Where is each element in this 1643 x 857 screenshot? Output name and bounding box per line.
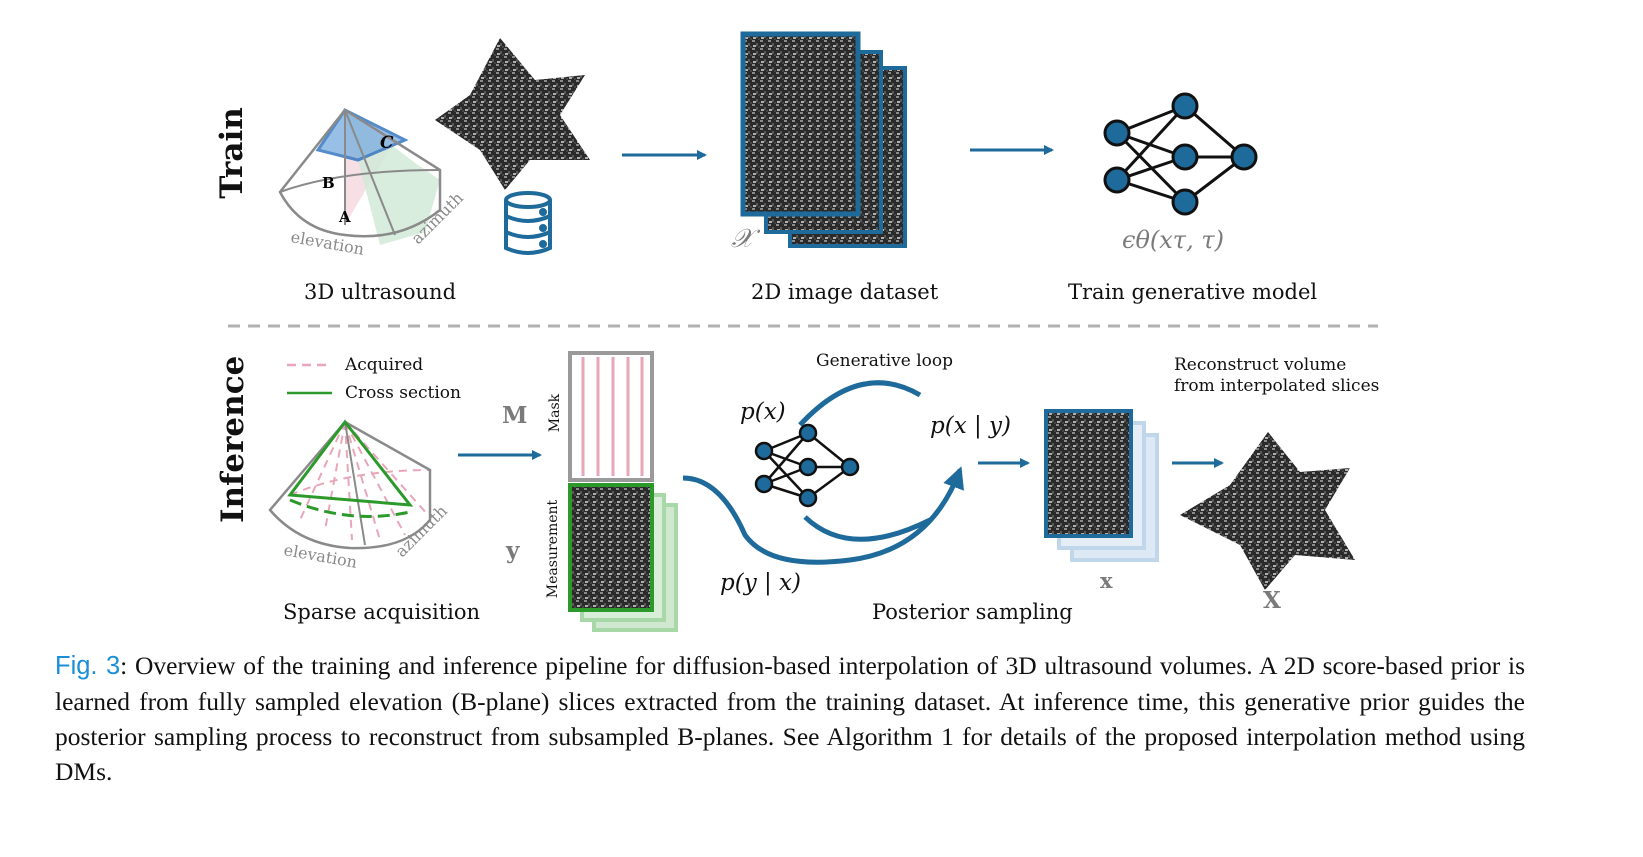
dataset-symbol: 𝒳 [731, 224, 754, 254]
inference-azimuth-label: azimuth [391, 501, 451, 561]
inference-volume-diagram [268, 419, 432, 550]
generative-loop-top-arc [798, 380, 922, 427]
generative-loop-bottom-arc [803, 515, 932, 542]
image-dataset-stack [740, 31, 907, 248]
posterior-arrow [682, 466, 964, 565]
network-icon [1103, 92, 1258, 216]
reconstructed-slice-stack [1044, 409, 1159, 562]
mask-label: Mask [547, 393, 563, 433]
inference-network-icon [754, 423, 860, 508]
caption-text: : Overview of the training and inference… [55, 651, 1525, 786]
database-icon [504, 191, 552, 255]
volume-symbol: X [1263, 587, 1281, 614]
reconstruct-line-1: Reconstruct volume [1174, 355, 1347, 375]
train-ultrasound-render [435, 38, 590, 190]
train-volume-diagram [278, 108, 442, 245]
prior-label: p(x) [740, 399, 786, 425]
mask-image [568, 351, 654, 482]
volume-label-c: C [380, 133, 394, 153]
model-caption: Train generative model [1068, 280, 1318, 304]
figure-caption: Fig. 3: Overview of the training and inf… [55, 648, 1525, 789]
measurement-stack [568, 483, 678, 632]
slice-symbol: x [1100, 568, 1113, 593]
measurement-symbol: y [506, 537, 520, 564]
generative-loop-label: Generative loop [816, 351, 954, 371]
sparse-caption: Sparse acquisition [283, 600, 481, 624]
volume-label-b: B [322, 174, 335, 192]
reconstruct-line-2: from interpolated slices [1174, 376, 1380, 396]
measurement-label: Measurement [545, 499, 561, 599]
figure-reference: Fig. 3 [55, 652, 121, 680]
inference-row-label: Inference [215, 355, 251, 523]
mask-symbol: M [502, 402, 528, 429]
posterior-label: p(x | y) [930, 413, 1012, 439]
likelihood-label: p(y | x) [720, 570, 802, 596]
ultrasound-caption: 3D ultrasound [304, 280, 457, 304]
legend-acquired-label: Acquired [345, 355, 424, 375]
inference-elevation-label: elevation [282, 540, 358, 572]
reconstructed-volume-render [1180, 432, 1355, 590]
model-symbol: ϵθ(xτ, τ) [1122, 226, 1224, 254]
figure-graphics: B A C elevation azimuth [228, 31, 1378, 632]
volume-label-a: A [338, 208, 351, 226]
figure: B A C elevation azimuth [214, 31, 1380, 632]
legend-cross-section-label: Cross section [345, 383, 461, 403]
posterior-caption: Posterior sampling [872, 600, 1073, 624]
dataset-caption: 2D image dataset [751, 280, 939, 304]
train-row-label: Train [214, 107, 250, 199]
